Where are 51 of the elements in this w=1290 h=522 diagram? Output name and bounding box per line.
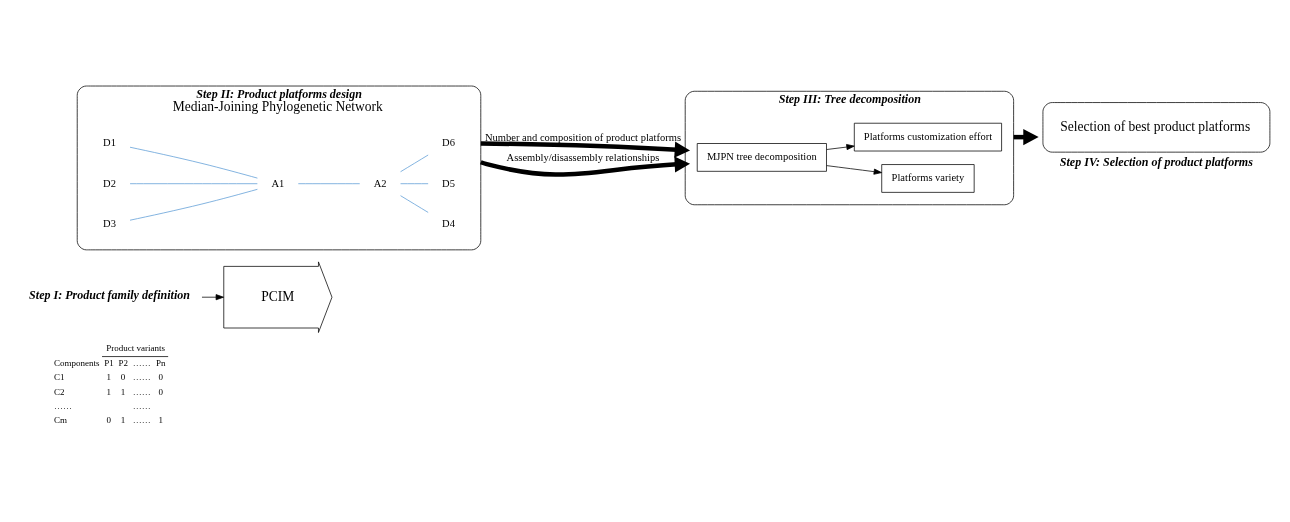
connector — [129, 182, 258, 184]
label: 0 — [106, 414, 112, 425]
node-box: Selection of best product platforms — [1042, 101, 1271, 153]
label: 1 — [106, 371, 112, 382]
label: 1 — [158, 414, 163, 425]
node-label: Step IV: Selection of product platforms — [1059, 154, 1253, 169]
label: P2 — [118, 357, 129, 368]
connector — [400, 194, 429, 213]
label: Product variants — [106, 342, 165, 353]
edge-label: Assembly/disassembly relationships — [506, 151, 660, 163]
label: 0 — [120, 371, 126, 382]
label: …… — [53, 400, 72, 411]
label: 1 — [120, 414, 126, 425]
label: …… — [132, 386, 151, 397]
arrow — [826, 143, 855, 150]
node-text: D4 — [442, 217, 455, 229]
label: C1 — [53, 371, 65, 382]
connector — [297, 182, 361, 184]
label: …… — [132, 371, 151, 382]
node-box: Platforms variety — [881, 163, 975, 193]
node-box: Platforms customization effort — [853, 122, 1002, 151]
arrow — [201, 293, 224, 300]
node-text: D5 — [442, 177, 455, 188]
label: 1 — [120, 386, 126, 397]
node-text: A1 — [271, 177, 285, 188]
node-text: A2 — [373, 177, 387, 188]
arrow — [480, 155, 691, 177]
node-text: D1 — [103, 136, 116, 148]
label: …… — [132, 400, 151, 411]
label: C2 — [53, 386, 65, 397]
connector — [400, 182, 429, 184]
node-text: Step I: Product family definition — [29, 287, 190, 302]
connector — [129, 146, 258, 178]
connector — [400, 154, 429, 172]
node-text: D3 — [103, 217, 116, 229]
label: …… — [132, 414, 151, 425]
arrow — [826, 164, 882, 175]
arrow — [480, 140, 691, 158]
label: P1 — [104, 357, 114, 368]
node-text: D6 — [442, 136, 455, 148]
label: Pn — [156, 357, 166, 368]
node-box: MJPN tree decomposition — [696, 142, 827, 172]
label: 0 — [158, 386, 163, 397]
connector — [129, 188, 258, 221]
node-text: D2 — [103, 177, 116, 188]
label: 0 — [158, 371, 163, 382]
label: 1 — [106, 386, 112, 397]
label: Components — [53, 357, 100, 368]
label: …… — [132, 357, 151, 368]
label: Cm — [53, 414, 67, 425]
edge-label: Number and composition of product platforms — [485, 131, 681, 143]
